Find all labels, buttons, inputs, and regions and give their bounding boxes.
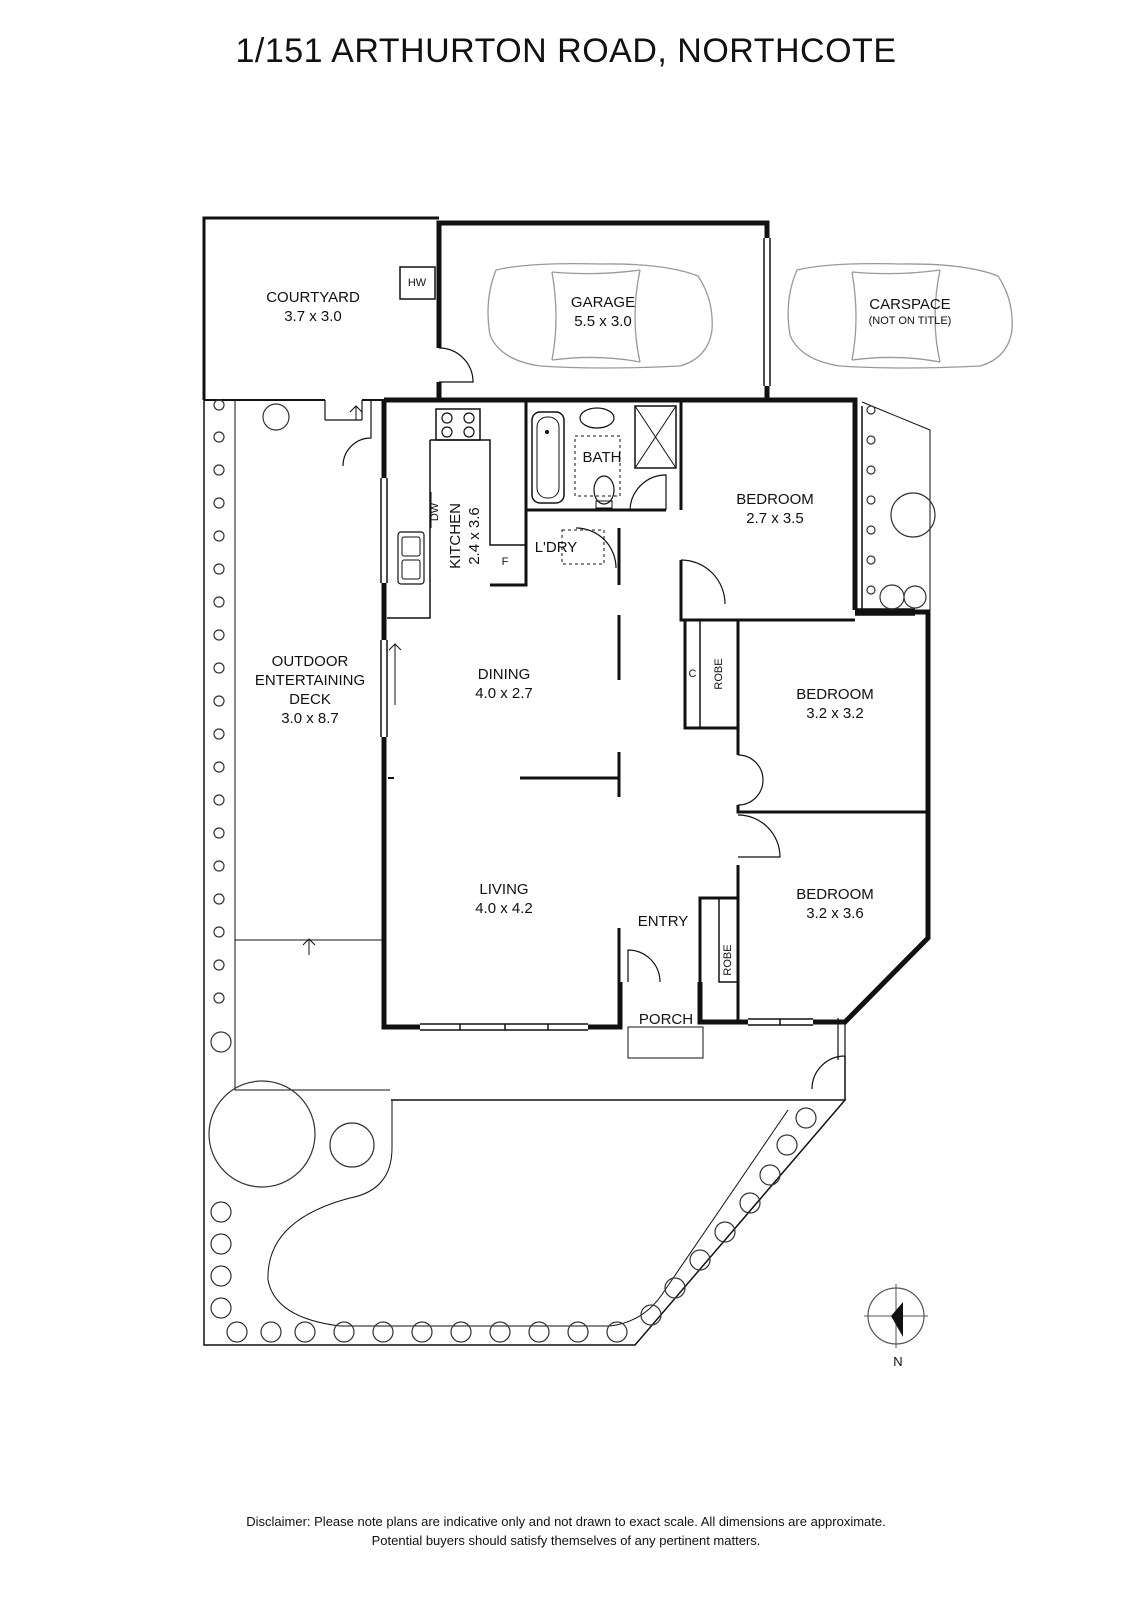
- robe-2-label: ROBE: [722, 944, 734, 976]
- entry-label: ENTRY: [637, 913, 689, 930]
- north-compass-icon: [864, 1284, 928, 1348]
- bath-label: BATH: [582, 449, 622, 466]
- hot-water-label: HW: [407, 277, 427, 289]
- porch-label: PORCH: [638, 1011, 694, 1028]
- laundry-label: L'DRY: [534, 539, 578, 556]
- disclaimer-line-2: Potential buyers should satisfy themselv…: [371, 1533, 761, 1548]
- cupboard-label: C: [688, 668, 697, 680]
- robe-1-label: ROBE: [713, 658, 725, 690]
- dishwasher-label: DW: [429, 502, 441, 522]
- compass-north-label: N: [893, 1354, 903, 1369]
- disclaimer-line-1: Disclaimer: Please note plans are indica…: [246, 1514, 886, 1529]
- disclaimer: Disclaimer: Please note plans are indica…: [0, 1512, 1132, 1550]
- fridge-label: F: [501, 556, 509, 568]
- carspace-label: CARSPACE(NOT ON TITLE): [868, 296, 952, 327]
- page-title: 1/151 ARTHURTON ROAD, NORTHCOTE: [235, 32, 897, 70]
